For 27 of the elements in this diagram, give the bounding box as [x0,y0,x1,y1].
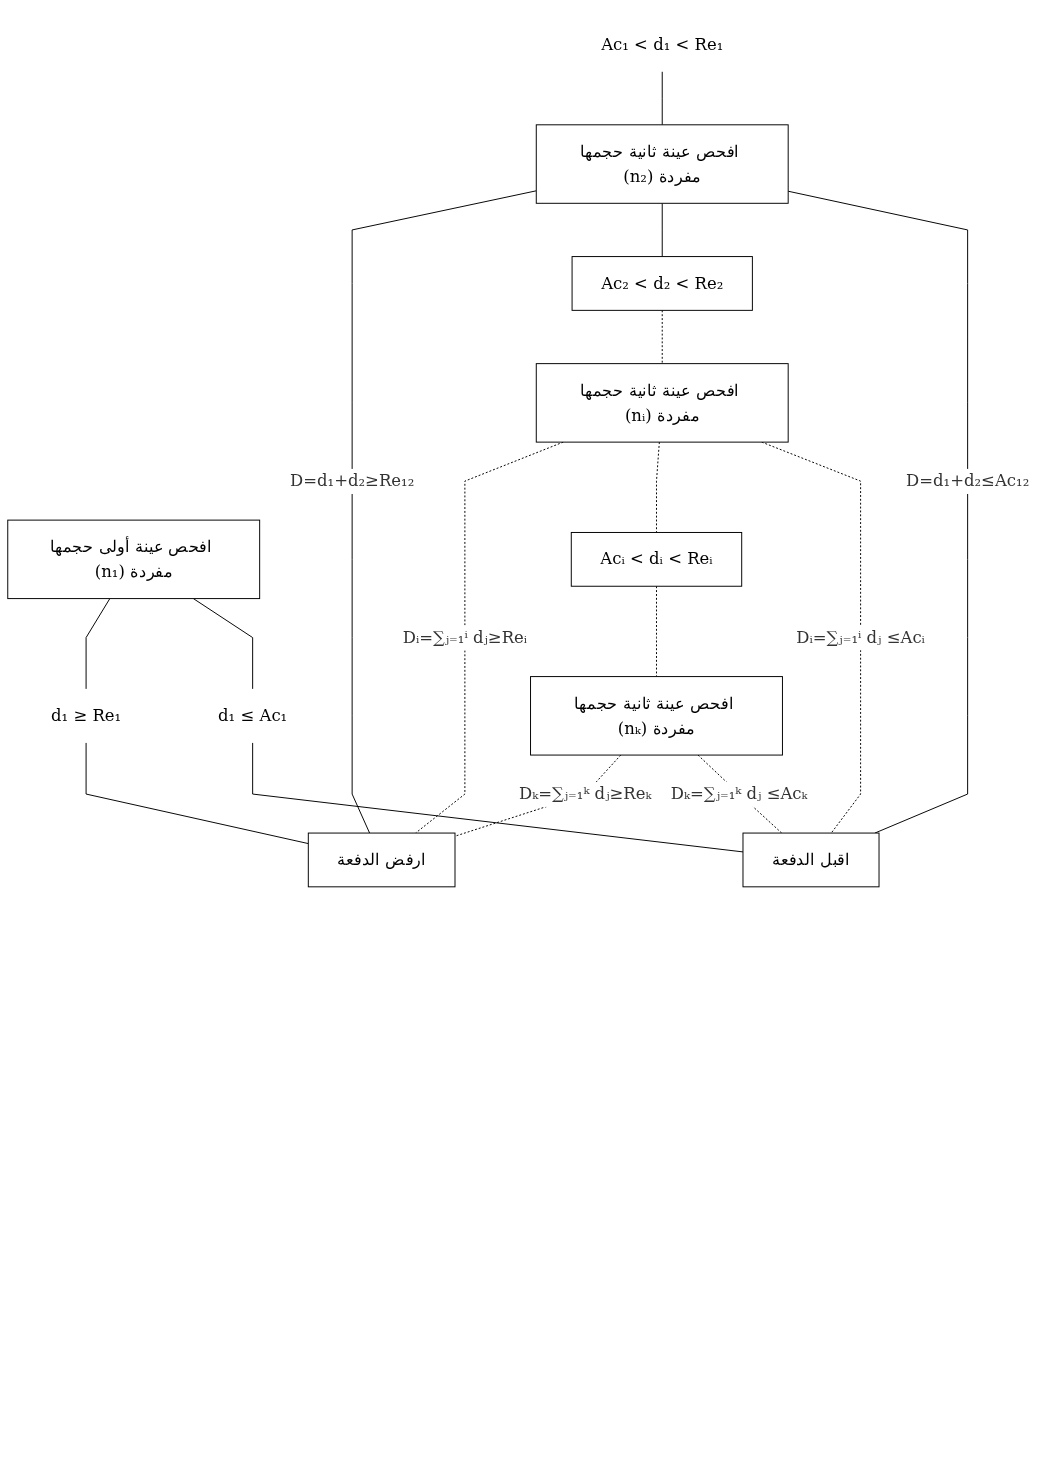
connector [661,202,663,258]
node-box: ارفض الدفعة [307,832,456,888]
connector [661,71,663,126]
connector [656,441,660,533]
connector [661,309,663,365]
edge-label: Dᵢ=∑ⱼ₌₁ⁱ dⱼ≥Reᵢ [402,627,528,647]
connector [192,598,254,690]
connector [252,742,744,853]
connector [787,190,969,834]
connector [85,742,309,845]
edge-label: D=d₁+d₂≥Re₁₂ [290,470,415,491]
node-text: Ac₁ < d₁ < Re₁ [601,34,724,54]
node-box: اقبل الدفعة [742,832,880,888]
node-box: Ac₂ < d₂ < Re₂ [571,256,753,311]
edge-label: Dₖ=∑ⱼ₌₁ᵏ dⱼ≥Reₖ [518,783,652,804]
node-text: d₁ ≥ Re₁ [51,705,122,725]
connector [351,190,537,834]
node-text: d₁ ≤ Ac₁ [218,705,288,725]
connector [85,598,111,690]
node-box: افحص عينة أولى حجمها (n₁) مفردة [7,519,261,600]
node-box: افحص عينة ثانية حجمها (nᵢ) مفردة [535,363,789,443]
node-box: افحص عينة ثانية حجمها (n₂) مفردة [535,124,789,204]
edge-label: Dᵢ=∑ⱼ₌₁ⁱ dⱼ ≤Acᵢ [796,627,925,647]
node-box: Acᵢ < dᵢ < Reᵢ [570,531,743,587]
edge-label: Dₖ=∑ⱼ₌₁ᵏ dⱼ ≤Acₖ [670,783,808,804]
node-box: افحص عينة ثانية حجمها (nₖ) مفردة [530,676,783,756]
edge-label: D=d₁+d₂≤Ac₁₂ [906,470,1030,491]
